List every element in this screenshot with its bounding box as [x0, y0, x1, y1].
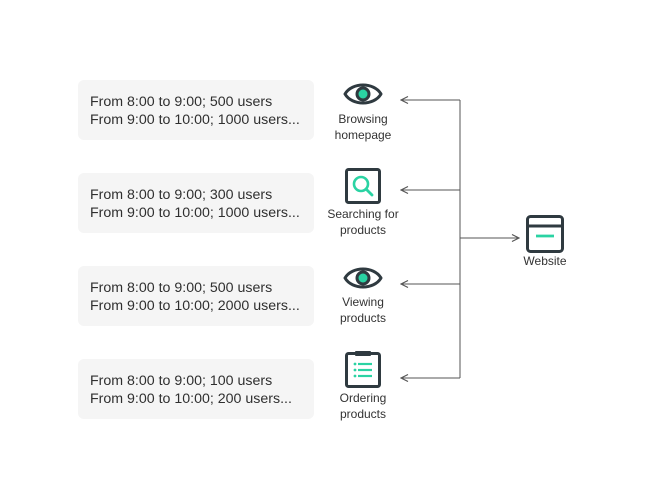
traffic-card-browsing: From 8:00 to 9:00; 500 users From 9:00 t…: [78, 80, 314, 140]
step-label-viewing: Viewing products: [308, 294, 418, 326]
step-label-line: Searching for: [327, 207, 399, 221]
step-label-searching: Searching for products: [308, 206, 418, 238]
traffic-line: From 8:00 to 9:00; 100 users: [90, 373, 273, 389]
list-icon: [345, 351, 381, 388]
step-label-line: homepage: [334, 128, 392, 142]
step-label-ordering: Ordering products: [308, 390, 418, 422]
step-label-browsing: Browsing homepage: [308, 111, 418, 143]
traffic-line: From 8:00 to 9:00; 300 users: [90, 187, 273, 203]
traffic-line: From 9:00 to 10:00; 1000 users...: [90, 112, 300, 128]
traffic-card-ordering: From 8:00 to 9:00; 100 users From 9:00 t…: [78, 359, 314, 419]
traffic-line: From 8:00 to 9:00; 500 users: [90, 94, 273, 110]
search-icon: [345, 168, 381, 204]
eye-icon: [343, 267, 383, 289]
traffic-line: From 9:00 to 10:00; 200 users...: [90, 391, 292, 407]
eye-icon: [343, 83, 383, 105]
step-label-line: Browsing: [338, 112, 388, 126]
traffic-card-searching: From 8:00 to 9:00; 300 users From 9:00 t…: [78, 173, 314, 233]
browser-window-icon: [526, 215, 564, 253]
step-label-line: Ordering: [339, 391, 387, 405]
traffic-line: From 9:00 to 10:00; 2000 users...: [90, 298, 300, 314]
traffic-line: From 8:00 to 9:00; 500 users: [90, 280, 273, 296]
step-label-line: Viewing: [342, 295, 384, 309]
step-label-line: products: [339, 311, 387, 325]
traffic-card-viewing: From 8:00 to 9:00; 500 users From 9:00 t…: [78, 266, 314, 326]
step-label-line: products: [339, 407, 387, 421]
traffic-line: From 9:00 to 10:00; 1000 users...: [90, 205, 300, 221]
step-label-line: products: [339, 223, 387, 237]
website-label: Website: [523, 254, 567, 268]
